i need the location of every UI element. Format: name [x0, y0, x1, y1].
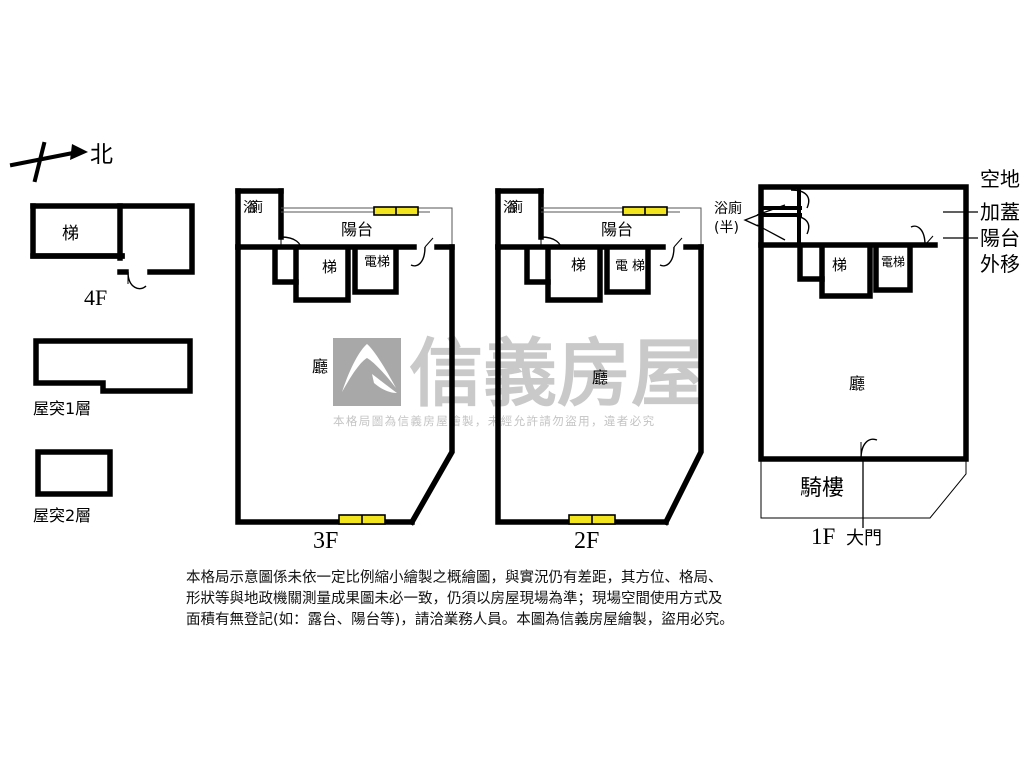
floor-4f-label: 4F — [84, 285, 107, 310]
floor-1f-balcony-door-leaf — [924, 235, 934, 246]
floor-3f-window-top — [373, 206, 419, 216]
watermark-brand: 信義房屋 — [409, 331, 705, 417]
floor-2f-label: 2F — [574, 528, 599, 554]
disclaimer-line-1: 本格局示意圖係未依一定比例縮小繪製之概繪圖，與實況仍有差距，其方位、格局、 — [186, 570, 723, 586]
floor-3f-label: 3F — [313, 528, 338, 554]
annotation-main-entrance: 大門 — [846, 458, 882, 549]
floor-2f-elevator-walls — [604, 247, 651, 295]
floor-3f-room-balcony-label: 陽台 — [341, 220, 373, 239]
floor-2f-right-chamfer-wall — [662, 244, 704, 526]
floor-1f-room-living-label: 廳 — [849, 374, 865, 393]
floor-1f-stair-left-step — [797, 245, 825, 282]
compass-cross-line — [32, 141, 47, 183]
floor-2f-room-stair-label: 梯 — [571, 256, 586, 274]
floor-3f-balcony-door-swing-icon — [410, 246, 426, 267]
floor-1f-halfbath-door-swing-icon-2 — [790, 215, 810, 235]
floor-3f-stair-left-step — [272, 247, 299, 285]
floor-2f-stair-walls — [545, 247, 603, 303]
compass-arrow-head-icon — [70, 144, 88, 160]
floor-1f-room-arcade-label: 騎樓 — [800, 476, 844, 501]
floor-1f-stair-walls — [819, 245, 873, 299]
floor-plan-roof1: 屋突1層 — [33, 338, 193, 418]
floor-2f-window-bottom — [568, 514, 616, 525]
floor-2f-stair-left-step — [524, 247, 551, 285]
floor-2f-room-balcony-label: 陽台 — [601, 220, 633, 239]
floor-3f-room-elevator-label: 電梯 — [364, 255, 390, 270]
watermark-notice: 本格局圖為信義房屋繪製，未經允許請勿盜用，違者必究 — [333, 414, 656, 428]
disclaimer-line-3: 面積有無登記(如：露台、陽台等)，請洽業務人員。本圖為信義房屋繪製，盜用必究。 — [186, 612, 734, 628]
floor-plan-2f: 浴廁 陽台 梯 電梯 廳 2F — [495, 188, 704, 554]
floor-3f-balcony-outline — [281, 207, 453, 247]
annotation-open-area-label-line2: 加蓋 — [980, 200, 1020, 224]
disclaimer-text: 本格局示意圖係未依一定比例縮小繪製之概繪圖，與實況仍有差距，其方位、格局、 形狀… — [186, 568, 854, 631]
floor-2f-window-top — [622, 206, 668, 216]
floor-4f-outline-top — [30, 203, 195, 275]
floor-plan-roof2: 屋突2層 — [33, 449, 113, 525]
floor-3f-right-chamfer-wall — [408, 244, 455, 526]
floor-1f-elevator-walls — [873, 245, 913, 293]
watermark-roof-icon — [342, 344, 396, 392]
roof2-label: 屋突2層 — [33, 506, 91, 525]
floor-2f-room-living-label: 廳 — [592, 368, 608, 387]
annotation-balcony-extended-label-line2: 外移 — [980, 252, 1020, 276]
annotation-half-bathroom: 浴廁 (半) — [714, 200, 786, 241]
watermark-roof-swoosh-icon — [372, 374, 397, 393]
floor-3f-room-stair-label: 梯 — [322, 258, 337, 276]
annotation-main-entrance-label: 大門 — [846, 528, 882, 549]
roof1-label: 屋突1層 — [33, 399, 91, 418]
floor-3f-elevator-walls — [352, 247, 399, 295]
disclaimer-line-2: 形狀等與地政機關測量成果圖未必一致，仍須以房屋現場為準；現場空間使用方式及 — [186, 591, 723, 607]
floor-1f-label: 1F — [811, 524, 835, 549]
floor-2f-balcony-outline — [541, 207, 702, 247]
floor-plan-3f: 浴廁 陽台 梯 電梯 廳 3F — [235, 188, 455, 554]
floor-2f-room-elevator-label: 電梯 — [615, 259, 645, 274]
annotation-balcony-extended-label-line1: 陽台 — [980, 226, 1020, 250]
floor-plan-1f: 梯 電梯 廳 騎樓 1F 浴廁 (半) 空地 加蓋 陽台 — [714, 167, 1020, 549]
compass-north-label: 北 — [90, 142, 113, 168]
floor-3f-room-living-label: 廳 — [312, 357, 328, 376]
annotation-half-bathroom-leader-2 — [756, 224, 786, 241]
floor-3f-window-bottom — [338, 514, 386, 525]
floor-plan-4f: 梯 4F — [30, 203, 195, 310]
annotation-half-bathroom-arrow-icon — [743, 214, 759, 227]
floor-1f-outline — [758, 184, 969, 462]
floor-2f-balcony-door-leaf — [673, 237, 683, 248]
floor-3f-stair-walls — [293, 247, 351, 303]
compass-arrow-shaft — [9, 149, 81, 168]
roof1-outline — [33, 338, 193, 394]
floor-3f-bath-door-swing-icon — [280, 236, 302, 250]
roof2-outline — [35, 449, 113, 497]
floor-1f-arcade-outline — [760, 459, 967, 519]
watermark-group: 信義房屋 本格局圖為信義房屋繪製，未經允許請勿盜用，違者必究 — [333, 331, 705, 428]
annotation-balcony-extended: 陽台 外移 — [943, 226, 1020, 276]
compass-group: 北 — [9, 141, 113, 183]
floor-2f-balcony-door-swing-icon — [659, 246, 675, 267]
floor-1f-room-elevator-label: 電梯 — [881, 255, 905, 269]
floor-2f-room-bathroom-label: 浴廁 — [503, 199, 523, 216]
annotation-half-bathroom-label-line2: (半) — [714, 220, 739, 236]
annotation-half-bathroom-label-line1: 浴廁 — [714, 200, 742, 217]
floor-2f-bath-door-swing-icon — [540, 236, 562, 250]
floor-3f-balcony-door-leaf — [424, 237, 434, 248]
floor-4f-room-stair-label: 梯 — [62, 224, 79, 244]
floor-1f-room-stair-label: 梯 — [832, 256, 847, 274]
annotation-open-area-label-line1: 空地 — [980, 167, 1020, 191]
floor-1f-halfbath-door-swing-icon-1 — [790, 189, 810, 209]
annotation-open-area-roofed: 空地 加蓋 — [943, 167, 1020, 224]
floor-4f-door-swing-icon — [127, 271, 147, 290]
floor-1f-entrance-door-swing-icon — [860, 438, 878, 460]
annotation-half-bathroom-leader-1 — [756, 204, 786, 216]
floor-3f-room-bathroom-label-1: 浴廁 — [243, 199, 263, 216]
floor-1f-balcony-door-swing-icon — [910, 225, 926, 246]
